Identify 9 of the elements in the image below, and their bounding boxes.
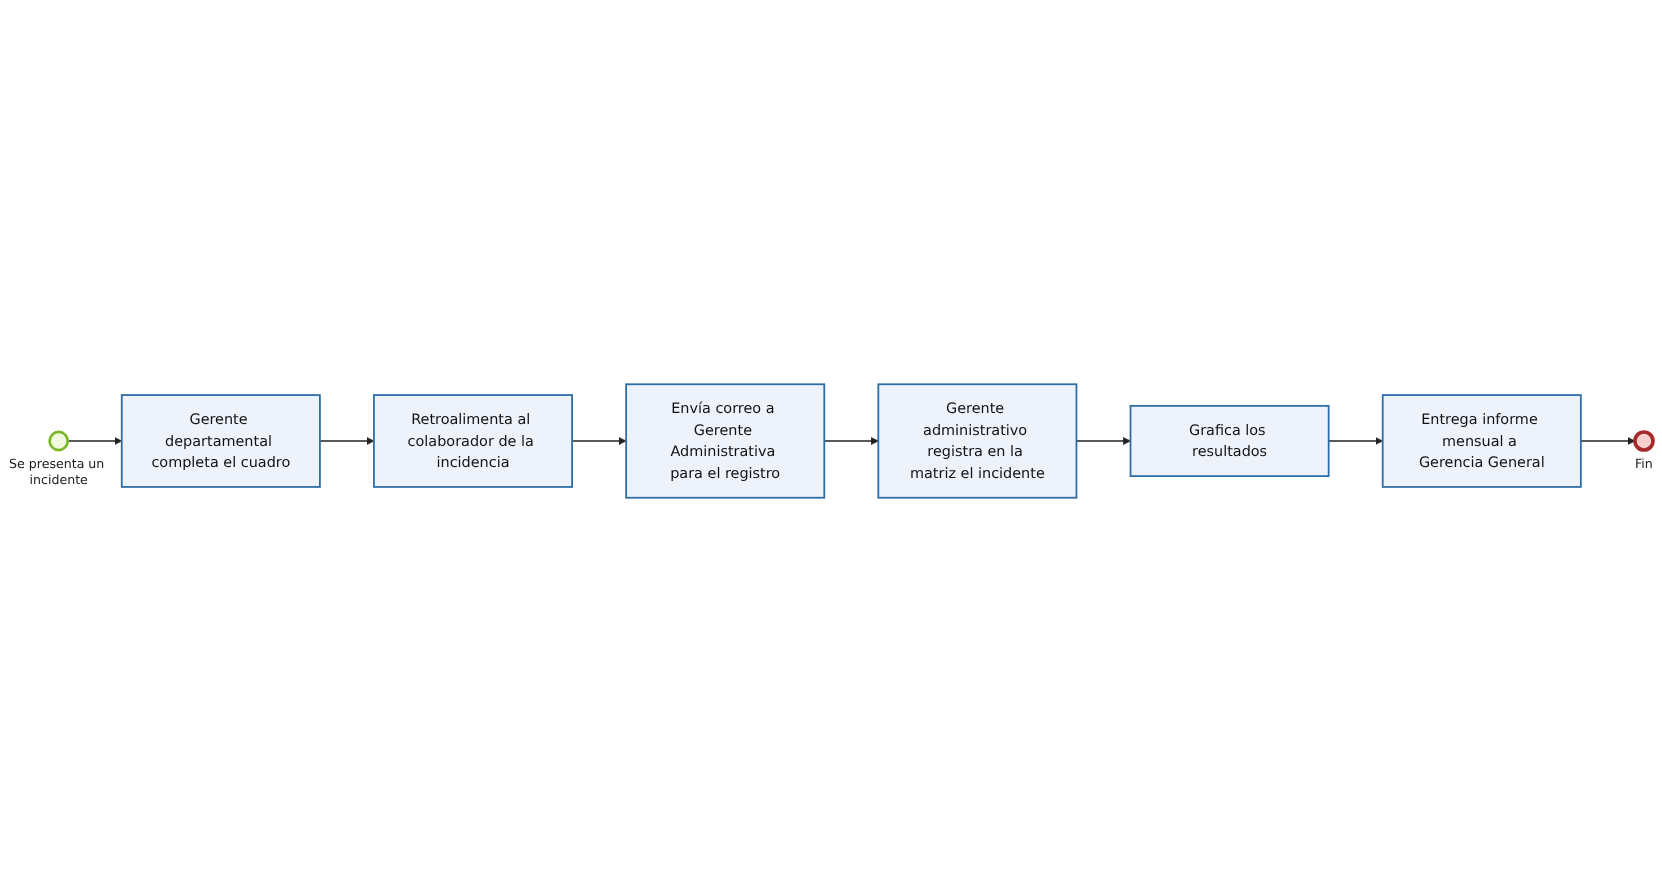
arrow (1328, 437, 1384, 445)
arrow (67, 437, 123, 445)
arrow (1580, 437, 1636, 445)
node-circle (48, 430, 70, 452)
arrow (319, 437, 375, 445)
arrow (823, 437, 879, 445)
arrow (1075, 437, 1131, 445)
node-circle (1633, 430, 1655, 452)
arrow (571, 437, 627, 445)
